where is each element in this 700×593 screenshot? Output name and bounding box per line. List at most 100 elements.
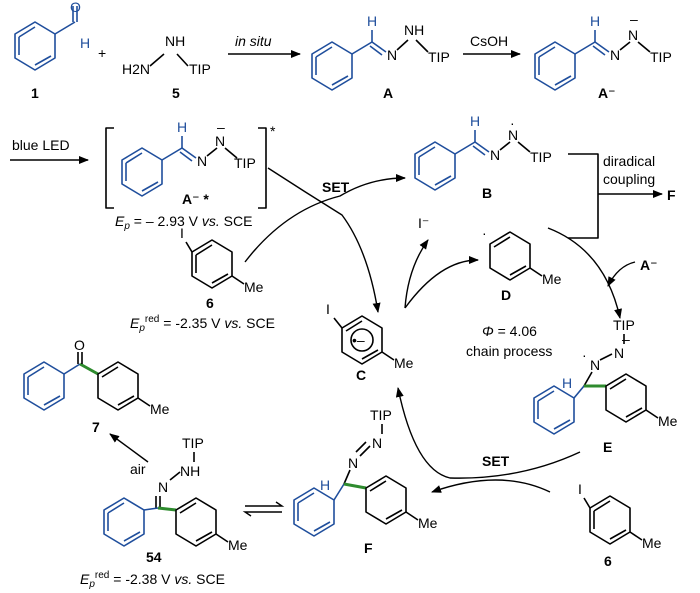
compound-E-radical: TIP N – N · H Me E	[533, 317, 678, 455]
a-tip: TIP	[428, 49, 450, 65]
f-me: Me	[418, 515, 438, 531]
a-h-atom: H	[367, 13, 377, 29]
label-A-minus-star: A⁻ *	[182, 191, 209, 207]
e-tip: TIP	[613, 317, 635, 333]
compound-6-iodotoluene-bottom: I Me 6	[578, 481, 662, 569]
e-n2: N	[590, 357, 600, 373]
compound-6-iodotoluene: I Me 6	[180, 225, 264, 311]
b-radical-dot: ·	[510, 115, 515, 131]
am-h-atom: H	[590, 13, 600, 29]
compound-B-radical: H N N · TIP B	[414, 113, 552, 201]
f-n1: N	[372, 435, 382, 451]
arrow-to-D	[404, 256, 479, 309]
c6-iodine: I	[180, 225, 184, 241]
arrow-cycle-to-C	[395, 387, 581, 479]
arrow-A-minus-in	[607, 261, 636, 287]
label-1: 1	[31, 85, 39, 101]
d-me: Me	[542, 271, 562, 287]
e-radical-dot: ·	[582, 347, 587, 363]
c54-n: N	[158, 479, 168, 495]
c-me: Me	[394, 355, 414, 371]
label-F-product: F	[667, 187, 676, 203]
phi-text: Φ = 4.06	[482, 323, 537, 339]
a-nh: NH	[404, 22, 424, 38]
arrow-air	[109, 433, 149, 463]
arrow-set-to-B	[244, 174, 406, 263]
ep1-text: Ep = – 2.93 V vs. SCE	[115, 213, 252, 232]
ams-n2: N	[215, 133, 225, 149]
h2n-group: H2N	[122, 61, 150, 77]
nh-group: NH	[165, 33, 185, 49]
bracket-left	[105, 127, 114, 209]
set-label-2: SET	[482, 453, 510, 469]
label-5: 5	[172, 85, 180, 101]
compound-F-azo: TIP N N H Me F	[293, 407, 438, 556]
coupling-label: coupling	[603, 171, 655, 187]
iodide-anion: I⁻	[418, 215, 429, 231]
label-54: 54	[146, 549, 162, 565]
set-label-1: SET	[322, 179, 350, 195]
arrow-to-iodide	[404, 239, 429, 309]
label-7: 7	[92, 419, 100, 435]
c6-me: Me	[244, 279, 264, 295]
b-n1: N	[490, 147, 500, 163]
compound-D-aryl-radical: Me · D	[482, 225, 562, 303]
diradical-label: diradical	[603, 153, 655, 169]
compound-7-ketone: O Me 7	[23, 337, 170, 435]
label-A-minus-right: A⁻	[640, 257, 658, 273]
ams-n1: N	[197, 153, 207, 169]
air-label: air	[130, 461, 146, 477]
c6b-iodine: I	[578, 481, 582, 497]
f-n2: N	[348, 455, 358, 471]
label-A-minus: A⁻	[598, 85, 616, 101]
c7-oxygen: O	[74, 337, 85, 353]
label-E: E	[603, 439, 612, 455]
ep2-text: Epred = -2.35 V vs. SCE	[130, 314, 275, 334]
tip-group: TIP	[189, 61, 211, 77]
c6b-me: Me	[642, 535, 662, 551]
label-6-bottom: 6	[604, 553, 612, 569]
radical-anion-symbol: •–	[352, 332, 365, 348]
compound-54-hydrazone: TIP NH N Me 54	[103, 435, 248, 565]
compound-1-benzaldehyde: O H 1	[14, 0, 90, 101]
label-F: F	[364, 540, 373, 556]
label-A: A	[383, 85, 393, 101]
compound-A-minus-star: H N N – TIP A⁻ *	[121, 119, 256, 207]
excited-star: *	[270, 123, 276, 139]
am-n2: N	[628, 27, 638, 43]
radical-anion-circle	[350, 328, 374, 352]
f-h-atom: H	[320, 477, 330, 493]
compound-5-hydrazine: H2N NH TIP 5	[122, 33, 211, 101]
oxygen-atom: O	[70, 0, 81, 15]
label-B: B	[482, 185, 492, 201]
arrow-set-to-C	[267, 167, 381, 313]
d-radical-dot: ·	[482, 225, 487, 241]
am-n1: N	[610, 47, 620, 63]
label-C: C	[356, 367, 366, 383]
aldehyde-h: H	[80, 35, 90, 51]
b-h-atom: H	[470, 113, 480, 129]
chain-process: chain process	[466, 343, 552, 359]
coupling-bracket	[568, 153, 599, 239]
bracket-right	[258, 127, 267, 209]
c54-me: Me	[228, 537, 248, 553]
c54-tip: TIP	[182, 435, 204, 451]
blue-led-label: blue LED	[12, 137, 70, 153]
e-me: Me	[658, 413, 678, 429]
c54-nh: NH	[180, 463, 200, 479]
plus-sign: +	[98, 45, 106, 61]
f-tip: TIP	[370, 407, 392, 423]
label-D: D	[501, 287, 511, 303]
am-tip: TIP	[650, 49, 672, 65]
a-n1: N	[387, 47, 397, 63]
e-h-atom: H	[562, 375, 572, 391]
b-n2: N	[508, 127, 518, 143]
arrow-to-E	[547, 227, 622, 319]
ams-tip: TIP	[234, 155, 256, 171]
am-charge: –	[630, 11, 638, 27]
arrow-6-to-F	[431, 479, 551, 493]
compound-C-radical-anion: •– I Me C	[326, 301, 414, 383]
equilibrium-arrows	[242, 501, 285, 517]
ep3-text: Epred = -2.38 V vs. SCE	[80, 570, 225, 590]
